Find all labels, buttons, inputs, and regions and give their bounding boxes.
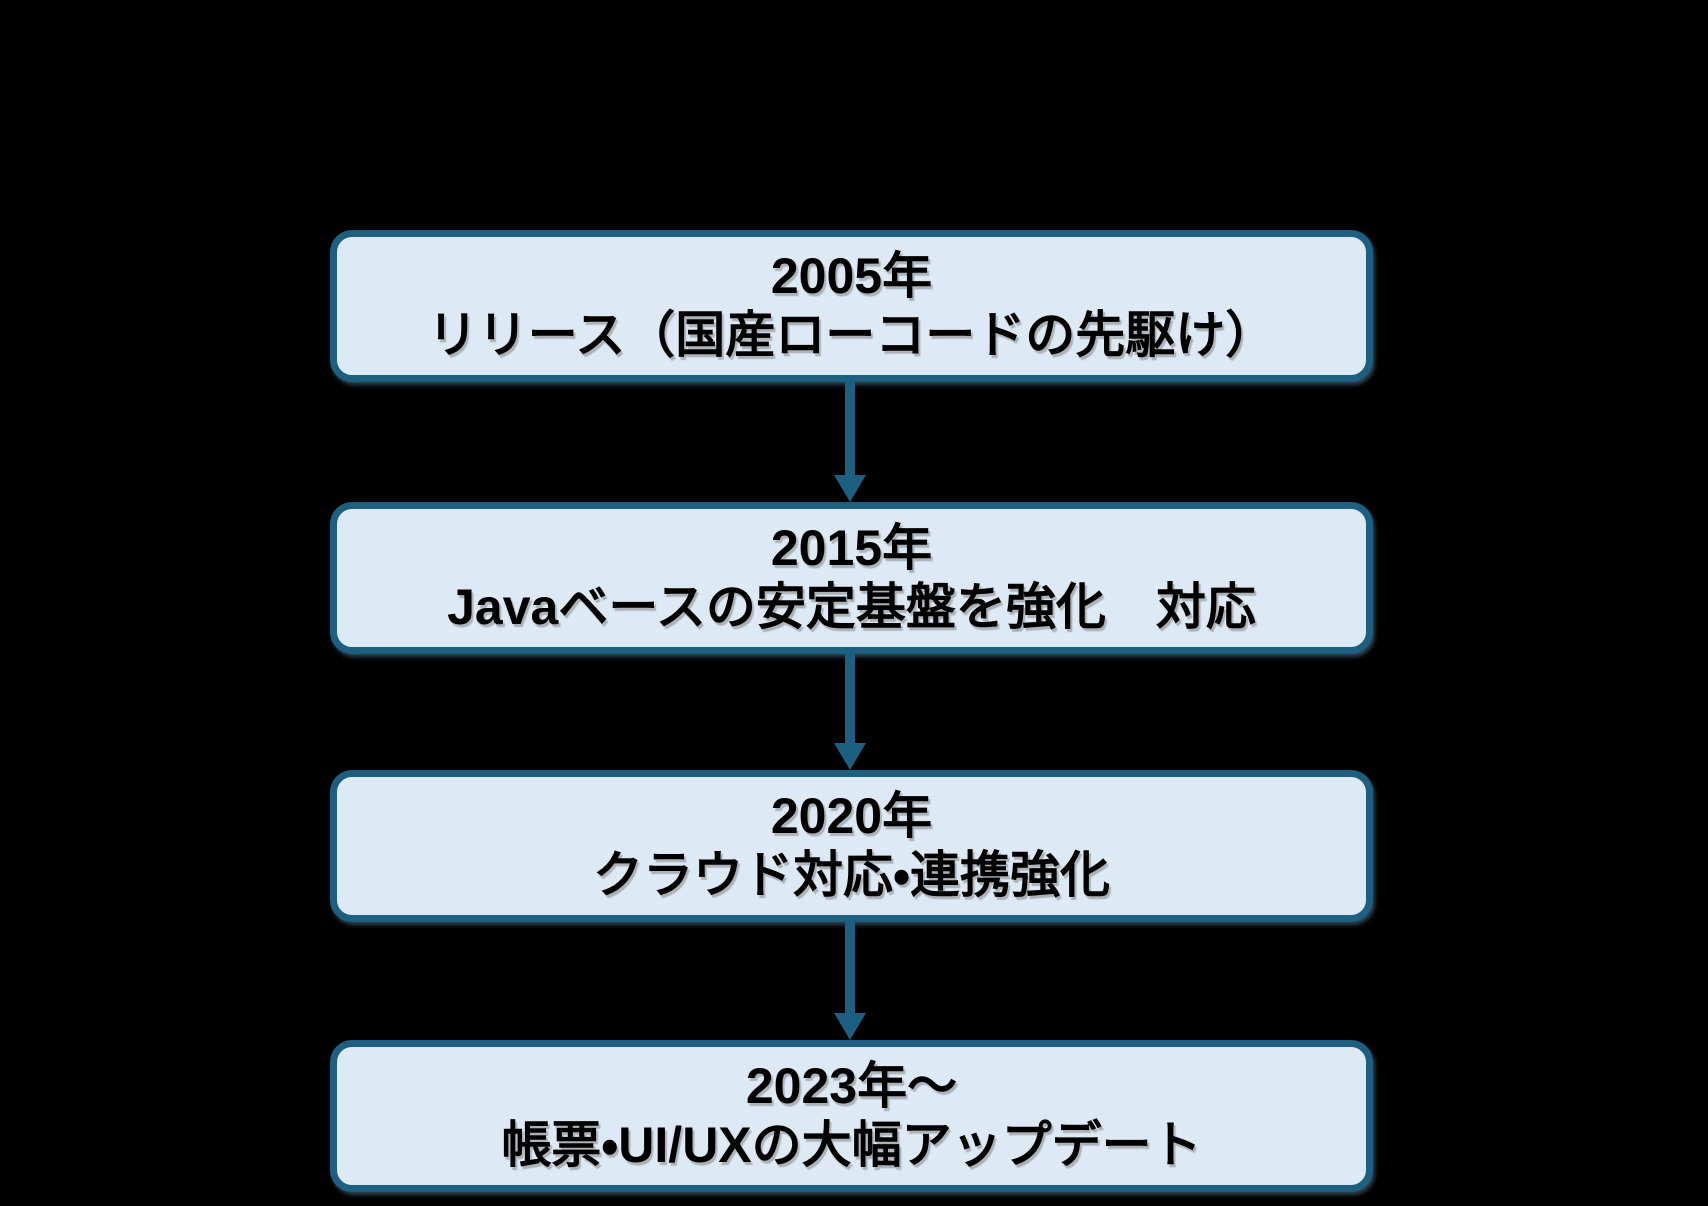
timeline-step-2020: 2020年 クラウド対応・連携強化 bbox=[330, 770, 1373, 922]
step-year: 2023年～ bbox=[745, 1058, 958, 1114]
timeline-step-2015: 2015年 Javaベースの安定基盤を強化 対応 bbox=[330, 502, 1373, 654]
step-year: 2005年 bbox=[770, 248, 933, 304]
arrow-line bbox=[845, 652, 855, 743]
arrow-head-icon bbox=[834, 1013, 866, 1040]
down-arrow bbox=[834, 652, 866, 770]
arrow-line bbox=[845, 920, 855, 1013]
step-description: Javaベースの安定基盤を強化 対応 bbox=[447, 579, 1256, 635]
arrow-head-icon bbox=[834, 743, 866, 770]
arrow-line bbox=[845, 380, 855, 475]
down-arrow bbox=[834, 920, 866, 1040]
arrow-head-icon bbox=[834, 475, 866, 502]
step-year: 2020年 bbox=[770, 788, 933, 844]
timeline-step-2023: 2023年～ 帳票・UI/UXの大幅アップデート bbox=[330, 1040, 1373, 1192]
step-description: 帳票・UI/UXの大幅アップデート bbox=[501, 1117, 1202, 1173]
down-arrow bbox=[834, 380, 866, 502]
step-description: クラウド対応・連携強化 bbox=[593, 847, 1110, 903]
step-description: リリース（国産ローコードの先駆け） bbox=[427, 307, 1276, 363]
timeline-step-2005: 2005年 リリース（国産ローコードの先駆け） bbox=[330, 230, 1373, 382]
step-year: 2015年 bbox=[770, 520, 933, 576]
